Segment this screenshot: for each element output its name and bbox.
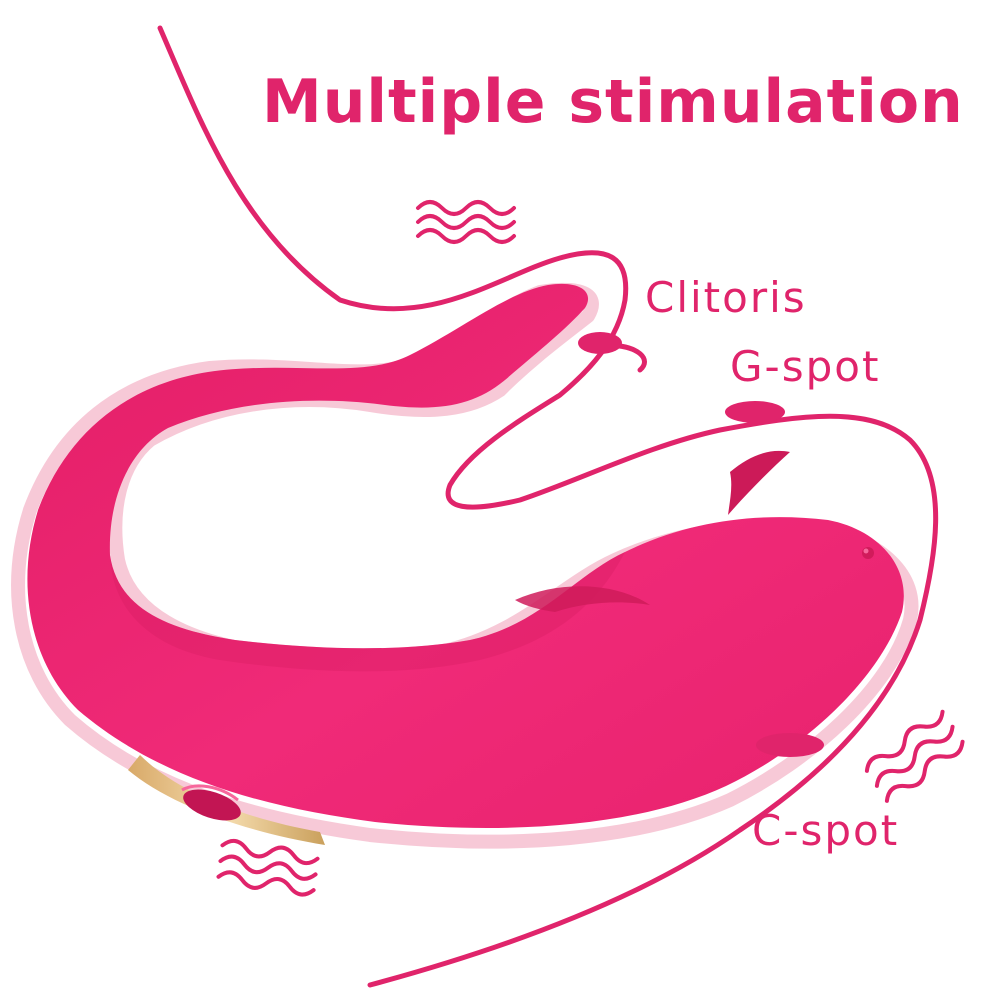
- c-spot-marker-icon: [756, 733, 824, 757]
- vibration-waves-icon: [216, 839, 320, 897]
- vibration-waves-icon: [864, 709, 965, 803]
- page-title: Multiple stimulation: [262, 67, 964, 137]
- vibration-waves-icon: [416, 200, 516, 244]
- c-spot-label: C-spot: [752, 806, 900, 855]
- device-body: [27, 283, 904, 845]
- clitoris-marker-icon: [578, 332, 622, 354]
- g-spot-marker-icon: [725, 401, 785, 423]
- g-spot-label: G-spot: [730, 342, 881, 391]
- clitoris-label: Clitoris: [645, 273, 807, 322]
